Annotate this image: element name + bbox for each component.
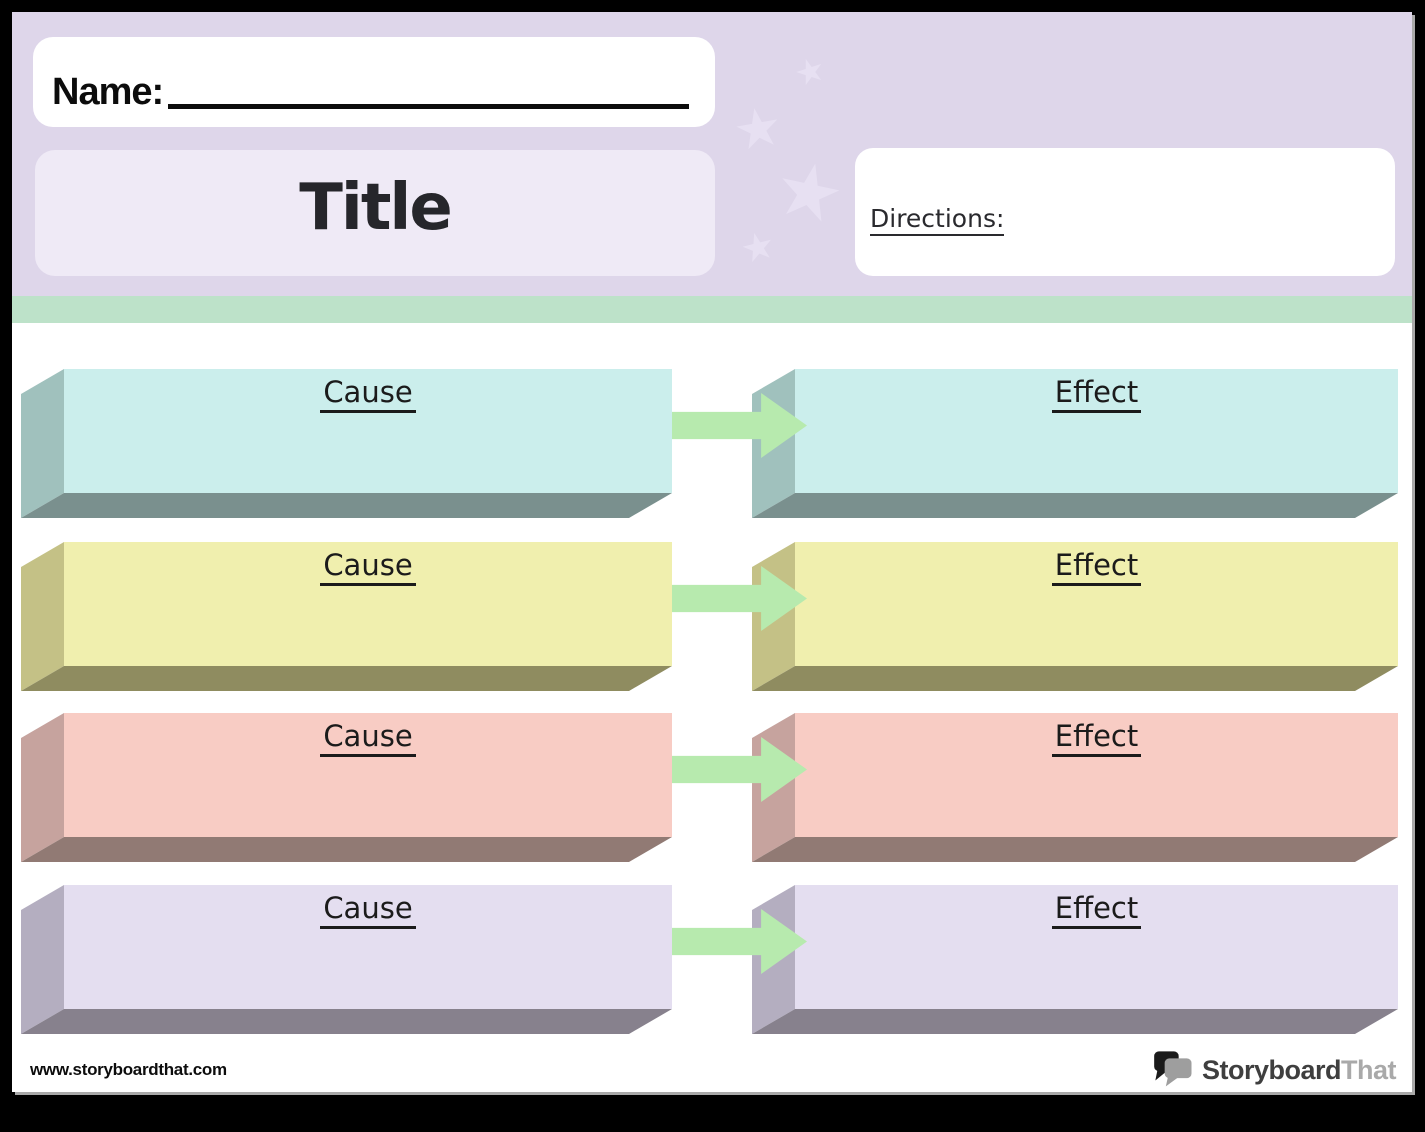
worksheet-page: ★ ★ ★ ★ Name: Title Directions: Cause Ef… — [12, 12, 1412, 1092]
effect-box-2-face[interactable]: Effect — [795, 542, 1398, 666]
effect-box-3[interactable]: Effect — [752, 713, 1398, 862]
cause-box-2-side — [21, 542, 64, 691]
cause-box-4[interactable]: Cause — [21, 885, 672, 1034]
cause-box-1-side — [21, 369, 64, 518]
cause-label: Cause — [320, 548, 416, 586]
effect-box-4-bottom — [752, 1009, 1398, 1034]
cause-label: Cause — [320, 375, 416, 413]
effect-box-3-bottom — [752, 837, 1398, 862]
website-url: www.storyboardthat.com — [30, 1060, 227, 1079]
effect-label: Effect — [1051, 548, 1142, 586]
storyboardthat-logo[interactable]: StoryboardThat — [1153, 1050, 1397, 1090]
header-band: ★ ★ ★ ★ Name: Title Directions: — [12, 12, 1412, 296]
cause-box-2[interactable]: Cause — [21, 542, 672, 691]
cause-box-4-bottom — [21, 1009, 672, 1034]
cause-box-2-bottom — [21, 666, 672, 691]
name-label: Name: — [52, 71, 164, 113]
logo-text-primary: Storyboard — [1201, 1054, 1342, 1085]
effect-box-1-face[interactable]: Effect — [795, 369, 1398, 493]
effect-box-4[interactable]: Effect — [752, 885, 1398, 1034]
name-fill-in-line[interactable] — [168, 104, 689, 109]
cause-box-4-face[interactable]: Cause — [64, 885, 672, 1009]
page-title: Title — [299, 171, 453, 245]
cause-label: Cause — [320, 719, 416, 757]
effect-box-2-bottom — [752, 666, 1398, 691]
cause-box-2-face[interactable]: Cause — [64, 542, 672, 666]
cause-label: Cause — [320, 891, 416, 929]
cause-box-3-face[interactable]: Cause — [64, 713, 672, 837]
name-box: Name: — [33, 37, 715, 127]
effect-label: Effect — [1051, 719, 1142, 757]
star-icon: ★ — [736, 223, 780, 273]
logo-text: StoryboardThat — [1201, 1054, 1397, 1086]
title-box[interactable]: Title — [35, 150, 715, 276]
cause-box-1-bottom — [21, 493, 672, 518]
divider-strip — [12, 296, 1412, 323]
effect-box-3-face[interactable]: Effect — [795, 713, 1398, 837]
cause-box-3-side — [21, 713, 64, 862]
effect-label: Effect — [1051, 375, 1142, 413]
effect-box-1-bottom — [752, 493, 1398, 518]
cause-box-4-side — [21, 885, 64, 1034]
cause-box-3-bottom — [21, 837, 672, 862]
star-icon: ★ — [789, 49, 831, 95]
cause-box-1-face[interactable]: Cause — [64, 369, 672, 493]
cause-box-1[interactable]: Cause — [21, 369, 672, 518]
effect-box-1[interactable]: Effect — [752, 369, 1398, 518]
effect-box-2[interactable]: Effect — [752, 542, 1398, 691]
effect-label: Effect — [1051, 891, 1142, 929]
effect-box-4-face[interactable]: Effect — [795, 885, 1398, 1009]
directions-box[interactable]: Directions: — [855, 148, 1395, 276]
speech-bubbles-icon — [1154, 1051, 1192, 1087]
star-icon: ★ — [728, 95, 788, 163]
directions-label: Directions: — [870, 204, 1005, 236]
star-icon: ★ — [766, 143, 852, 242]
logo-text-secondary: That — [1341, 1054, 1397, 1085]
cause-box-3[interactable]: Cause — [21, 713, 672, 862]
